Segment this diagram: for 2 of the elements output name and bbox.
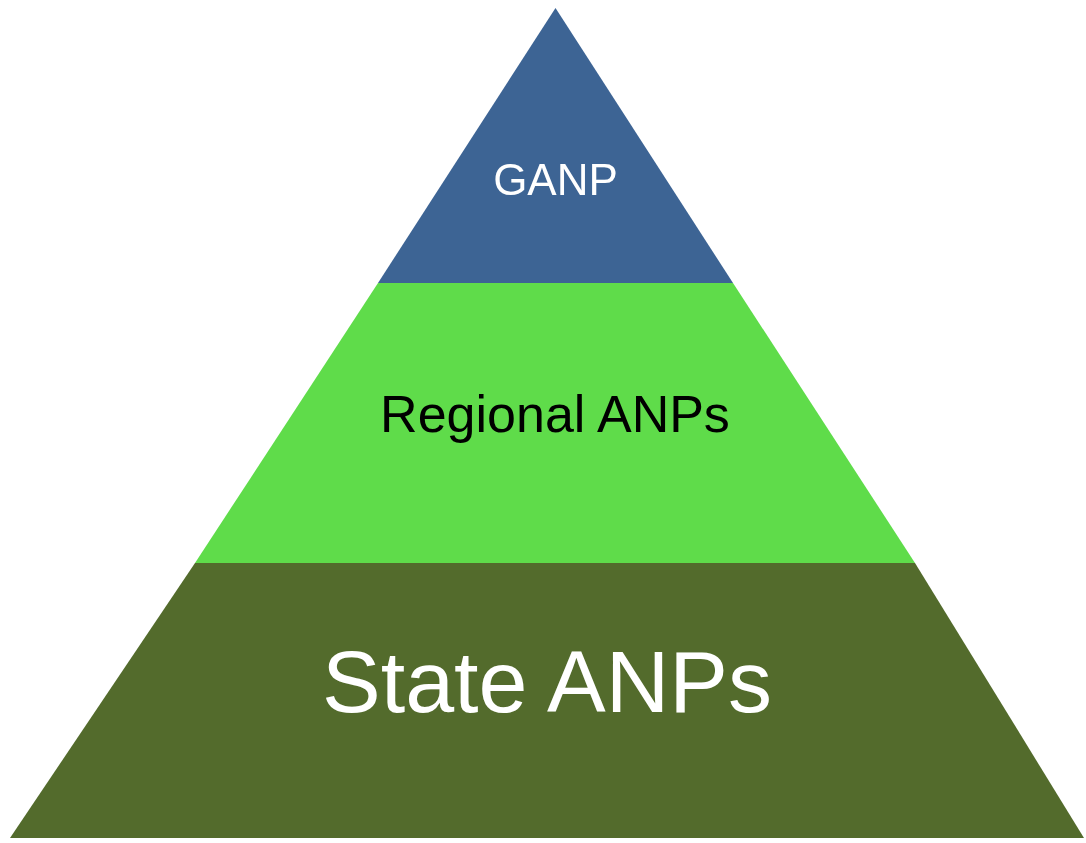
tier-label: GANP (493, 158, 618, 202)
tier-label: State ANPs (322, 638, 772, 726)
